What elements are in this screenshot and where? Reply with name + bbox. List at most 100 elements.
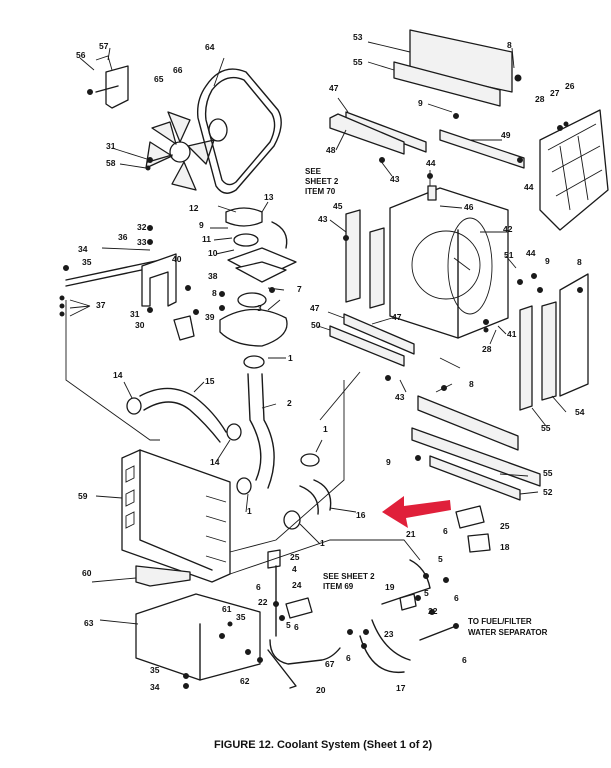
callout-47: 47 (310, 303, 320, 313)
callout-22: 22 (428, 606, 438, 616)
callout-60: 60 (82, 568, 92, 578)
callout-4: 4 (292, 564, 297, 574)
callout-1: 1 (323, 424, 328, 434)
callout-5: 5 (286, 620, 291, 630)
note-fuel-filter: TO FUEL/FILTER WATER SEPARATOR (468, 617, 548, 637)
callout-27: 27 (550, 88, 560, 98)
hardware (59, 74, 583, 689)
callout-35: 35 (82, 257, 92, 267)
thermostat-assembly (219, 207, 297, 347)
shroud-assembly (329, 29, 609, 501)
callout-2: 2 (287, 398, 292, 408)
callout-44: 44 (426, 158, 436, 168)
note-see-sheet-2-item-70: SEE SHEET 2 ITEM 70 (305, 167, 339, 196)
callout-57: 57 (99, 41, 109, 51)
callout-25: 25 (500, 521, 510, 531)
radiator (121, 449, 231, 583)
callout-31: 31 (106, 141, 116, 151)
callout-6: 6 (462, 655, 467, 665)
callout-6: 6 (454, 593, 459, 603)
callout-34: 34 (78, 244, 88, 254)
note-line: SEE SHEET 2 (323, 572, 375, 581)
callout-58: 58 (106, 158, 116, 168)
callout-1: 1 (247, 506, 252, 516)
figure-caption: FIGURE 12. Coolant System (Sheet 1 of 2) (214, 739, 433, 751)
callout-23: 23 (384, 629, 394, 639)
callout-14: 14 (210, 457, 220, 467)
callout-8: 8 (507, 40, 512, 50)
callout-34: 34 (150, 682, 160, 692)
callout-56: 56 (76, 50, 86, 60)
callout-67: 67 (325, 659, 335, 669)
callout-5: 5 (424, 588, 429, 598)
rod-assembly (65, 253, 195, 341)
callout-43: 43 (395, 392, 405, 402)
callout-64: 64 (205, 42, 215, 52)
callout-17: 17 (396, 683, 406, 693)
callout-43: 43 (318, 214, 328, 224)
callout-35: 35 (150, 665, 160, 675)
callout-25: 25 (290, 552, 300, 562)
note-line: WATER SEPARATOR (468, 628, 548, 637)
callout-35: 35 (236, 612, 246, 622)
callout-7: 7 (297, 284, 302, 294)
note-line: SEE (305, 167, 322, 176)
callout-1: 1 (320, 538, 325, 548)
callout-8: 8 (577, 257, 582, 267)
callout-24: 24 (292, 580, 302, 590)
callout-61: 61 (222, 604, 232, 614)
callout-55: 55 (541, 423, 551, 433)
highlight-arrow (382, 496, 451, 528)
callout-9: 9 (199, 220, 204, 230)
note-line: ITEM 70 (305, 187, 336, 196)
callout-36: 36 (118, 232, 128, 242)
callout-1: 1 (288, 353, 293, 363)
callout-45: 45 (333, 201, 343, 211)
callout-9: 9 (418, 98, 423, 108)
callout-52: 52 (543, 487, 553, 497)
callout-26: 26 (565, 81, 575, 91)
callout-6: 6 (256, 582, 261, 592)
callout-11: 11 (202, 234, 211, 244)
callout-19: 19 (385, 582, 395, 592)
callout-9: 9 (545, 256, 550, 266)
callout-6: 6 (443, 526, 448, 536)
callout-16: 16 (356, 510, 366, 520)
callout-42: 42 (503, 224, 513, 234)
callout-15: 15 (205, 376, 215, 386)
callout-12: 12 (189, 203, 199, 213)
note-line: SHEET 2 (305, 177, 339, 186)
callout-59: 59 (78, 491, 88, 501)
callout-6: 6 (294, 622, 299, 632)
callout-28: 28 (535, 94, 545, 104)
fan-assembly (95, 65, 282, 194)
callout-41: 41 (507, 329, 517, 339)
callout-38: 38 (208, 271, 218, 281)
callout-30: 30 (135, 320, 145, 330)
callout-13: 13 (264, 192, 274, 202)
callout-51: 51 (504, 250, 514, 260)
callout-numbers: 5756646665315853558947484928272644434446… (76, 32, 585, 695)
callout-40: 40 (172, 254, 182, 264)
callout-54: 54 (575, 407, 585, 417)
callout-28: 28 (482, 344, 492, 354)
callout-44: 44 (526, 248, 536, 258)
callout-3: 3 (257, 303, 262, 313)
callout-43: 43 (390, 174, 400, 184)
callout-50: 50 (311, 320, 321, 330)
note-line: ITEM 69 (323, 582, 354, 591)
note-line: TO FUEL/FILTER (468, 617, 532, 626)
callout-47: 47 (392, 312, 402, 322)
callout-48: 48 (326, 145, 336, 155)
callout-31: 31 (130, 309, 140, 319)
callout-32: 32 (137, 222, 147, 232)
callout-47: 47 (329, 83, 339, 93)
callout-55: 55 (543, 468, 553, 478)
callout-10: 10 (208, 248, 218, 258)
callout-39: 39 (205, 312, 215, 322)
callout-14: 14 (113, 370, 123, 380)
callout-66: 66 (173, 65, 183, 75)
callout-20: 20 (316, 685, 326, 695)
callout-5: 5 (438, 554, 443, 564)
